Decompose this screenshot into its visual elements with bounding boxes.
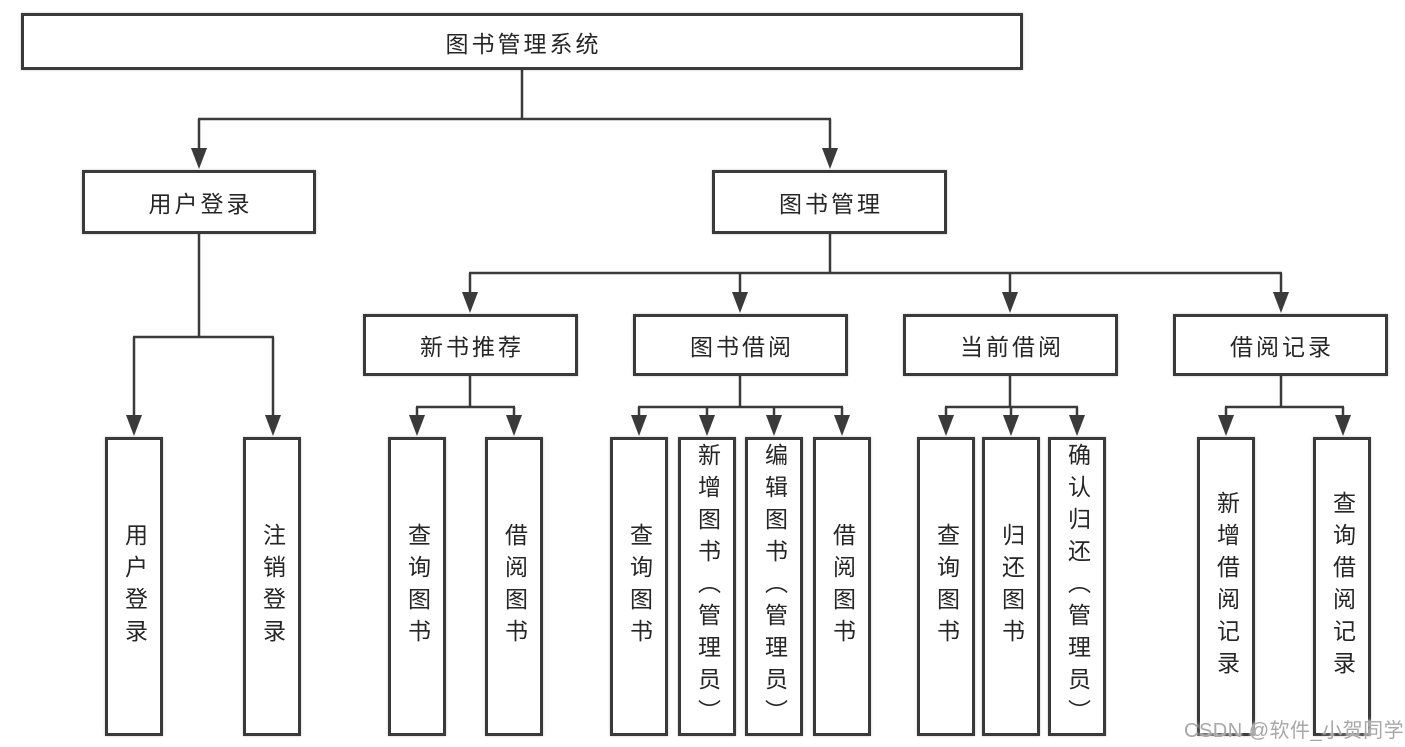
node-root: 图书管理系统 — [21, 13, 1023, 70]
leaf-return-books: 归还图书 — [982, 437, 1040, 736]
leaf-confirm-return-admin-label: 确认归还（管理员） — [1064, 442, 1091, 731]
leaf-edit-books-admin: 编辑图书（管理员） — [745, 437, 803, 736]
leaf-add-books-admin: 新增图书（管理员） — [678, 437, 736, 736]
leaf-query-books-current-label: 查询图书 — [933, 522, 960, 651]
node-book-borrow: 图书借阅 — [633, 314, 848, 376]
node-current-borrow: 当前借阅 — [903, 314, 1118, 376]
leaf-query-books-current: 查询图书 — [917, 437, 975, 736]
leaf-borrow-books-label: 借阅图书 — [829, 522, 856, 651]
leaf-add-borrow-record-label: 新增借阅记录 — [1213, 490, 1240, 683]
node-current-borrow-label: 当前借阅 — [960, 334, 1064, 360]
node-borrow-records-label: 借阅记录 — [1230, 334, 1334, 360]
leaf-add-books-admin-label: 新增图书（管理员） — [694, 442, 721, 731]
leaf-edit-books-admin-label: 编辑图书（管理员） — [761, 442, 788, 731]
leaf-confirm-return-admin: 确认归还（管理员） — [1048, 437, 1106, 736]
arrowheads — [126, 148, 1351, 436]
node-user-login-label: 用户登录 — [148, 191, 253, 217]
leaf-query-borrow-record-label: 查询借阅记录 — [1329, 490, 1356, 683]
node-user-login: 用户登录 — [82, 170, 316, 234]
leaf-query-books-recommend-label: 查询图书 — [404, 522, 431, 651]
node-book-borrow-label: 图书借阅 — [690, 334, 794, 360]
leaf-logout-label: 注销登录 — [259, 522, 286, 651]
node-root-label: 图书管理系统 — [445, 30, 602, 57]
leaf-add-borrow-record: 新增借阅记录 — [1197, 437, 1255, 736]
node-book-management: 图书管理 — [712, 170, 947, 234]
leaf-query-books-recommend: 查询图书 — [388, 437, 446, 736]
leaf-user-login-label: 用户登录 — [121, 522, 148, 651]
leaf-user-login: 用户登录 — [105, 437, 163, 736]
leaf-query-books-borrow: 查询图书 — [610, 437, 668, 736]
node-book-management-label: 图书管理 — [779, 191, 883, 217]
leaf-query-books-borrow-label: 查询图书 — [626, 522, 653, 651]
leaf-borrow-books-recommend-label: 借阅图书 — [501, 522, 528, 651]
leaf-query-borrow-record: 查询借阅记录 — [1313, 437, 1371, 736]
leaf-borrow-books-recommend: 借阅图书 — [485, 437, 543, 736]
leaf-return-books-label: 归还图书 — [998, 522, 1025, 651]
node-new-book-recommend-label: 新书推荐 — [420, 334, 524, 360]
node-borrow-records: 借阅记录 — [1173, 314, 1388, 376]
leaf-logout: 注销登录 — [243, 437, 301, 736]
node-new-book-recommend: 新书推荐 — [363, 314, 578, 376]
csdn-watermark: CSDN @软件_小贺同学 — [1184, 720, 1405, 742]
leaf-borrow-books: 借阅图书 — [813, 437, 871, 736]
